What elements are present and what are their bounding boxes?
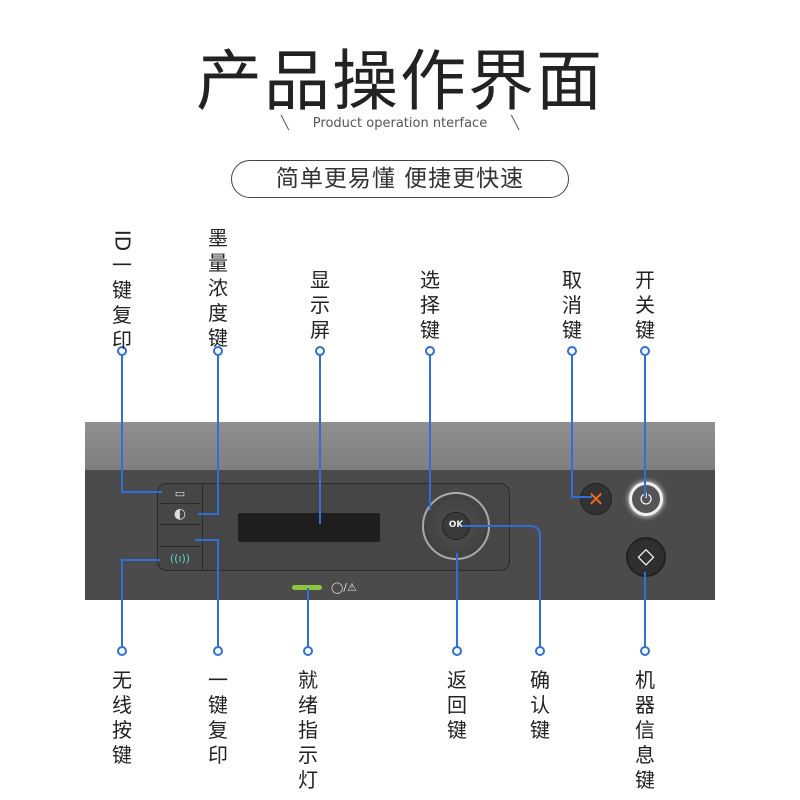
label-cancel: 取消键 — [562, 268, 582, 342]
printer-lid — [85, 422, 715, 470]
leader-ok — [462, 525, 541, 651]
label-select: 选择键 — [420, 268, 440, 342]
power-button[interactable]: ⏻ — [629, 482, 663, 516]
leader-id-copy — [121, 351, 162, 493]
leader-wireless — [121, 559, 160, 651]
label-wireless: 无线按键 — [112, 668, 132, 767]
label-display: 显示屏 — [310, 268, 330, 342]
leader-density — [198, 351, 219, 515]
cancel-button[interactable]: ✕ — [580, 483, 612, 515]
label-back: 返回键 — [447, 668, 467, 742]
wireless-button[interactable]: ((ı)) — [169, 552, 191, 565]
label-info: 机器信息键 — [635, 668, 655, 792]
leader-one-copy — [195, 539, 219, 651]
leader-cancel — [571, 351, 592, 498]
density-button[interactable]: ◐ — [160, 505, 200, 525]
lcd-display — [238, 513, 380, 542]
page-title: 产品操作界面 — [196, 43, 604, 120]
subtitle: ╲Product operation nterface╲ — [280, 116, 520, 131]
id-copy-button[interactable]: ▭ — [160, 484, 200, 504]
start-info-button[interactable]: ◇ — [626, 537, 666, 577]
label-ok: 确认键 — [530, 668, 550, 742]
subtitle-text: Product operation nterface — [312, 116, 488, 131]
ready-led — [292, 585, 322, 590]
label-power: 开关键 — [635, 268, 655, 342]
label-ready: 就绪指示灯 — [298, 668, 318, 792]
status-symbol: ◯/⚠ — [331, 581, 357, 594]
label-one-copy: 一键复印 — [208, 668, 228, 767]
slogan-pill: 简单更易懂 便捷更快速 — [231, 160, 569, 198]
one-touch-copy-button[interactable] — [160, 527, 200, 547]
key-column — [157, 483, 203, 571]
label-density: 墨量浓度键 — [208, 226, 228, 350]
